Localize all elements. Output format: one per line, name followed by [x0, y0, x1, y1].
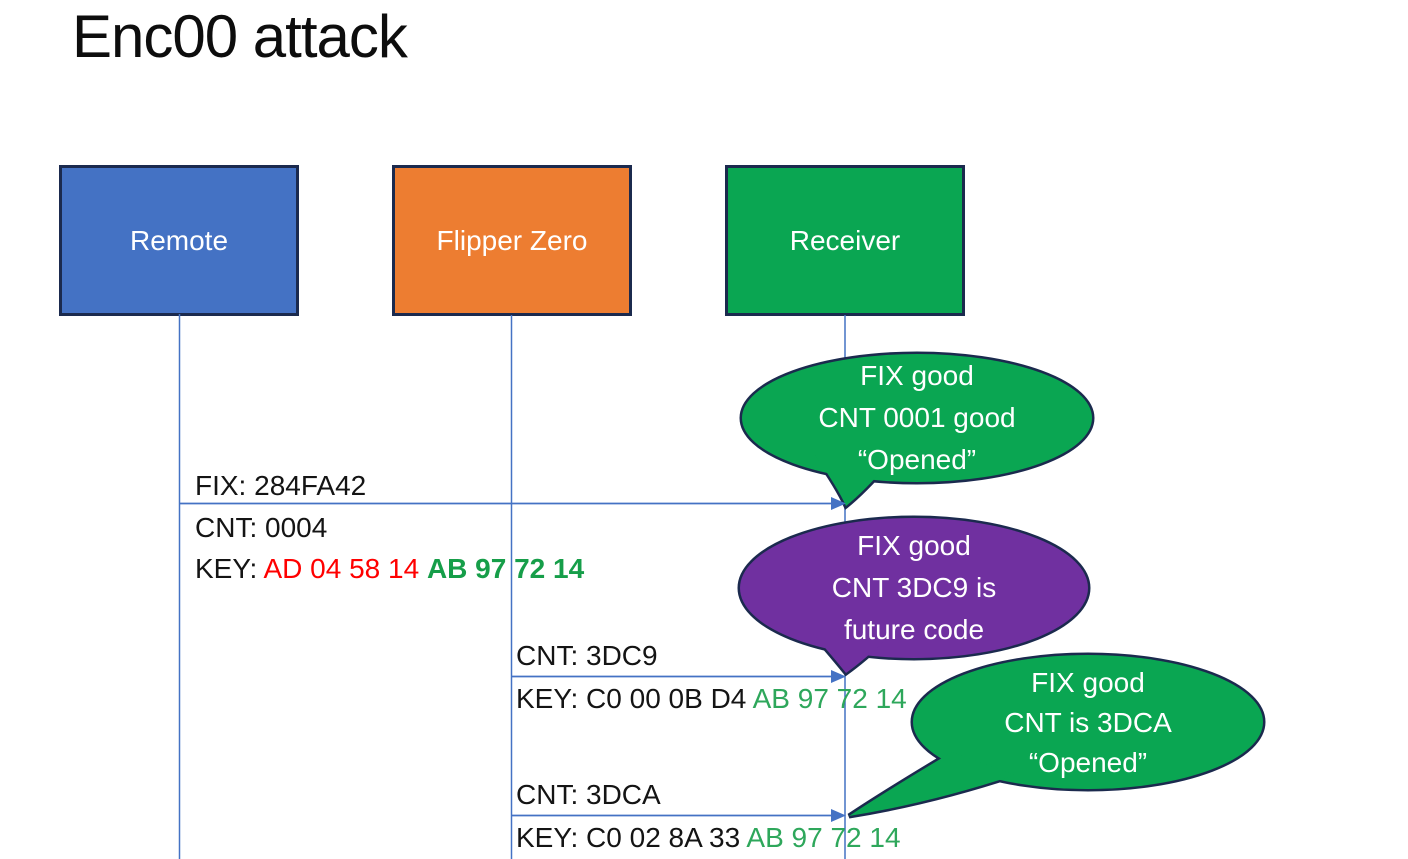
bubble3-line2: CNT is 3DCA: [1004, 707, 1172, 738]
bubble2-tail-fill: [808, 628, 896, 673]
message2-key-label: KEY:: [516, 683, 587, 714]
actor-box-remote: Remote: [59, 165, 299, 316]
message3-key-label: KEY:: [516, 822, 587, 853]
bubble3-text: FIX good CNT is 3DCA “Opened”: [928, 663, 1248, 783]
message1-key-green-bytes: AB 97 72 14: [426, 553, 585, 584]
bubble2-line2: CNT 3DC9 is: [831, 572, 997, 603]
message1-key-red-bytes: AD 04 58 14: [263, 553, 427, 584]
bubble2-text: FIX good CNT 3DC9 is future code: [754, 525, 1074, 651]
message2-key-text: KEY: C0 00 0B D4 AB 97 72 14: [516, 684, 907, 714]
message2-key-green-bytes: AB 97 72 14: [752, 683, 907, 714]
message3-key-green-bytes: AB 97 72 14: [746, 822, 901, 853]
speech-bubble-2: [737, 515, 1091, 677]
message2-cnt-text: CNT: 3DC9: [516, 640, 658, 671]
actor-label-flipper-zero: Flipper Zero: [436, 224, 588, 256]
actor-label-receiver: Receiver: [789, 224, 901, 256]
bubble2-line3: future code: [843, 614, 985, 645]
message2-key-black-bytes: C0 00 0B D4: [586, 683, 753, 714]
bubble1-text: FIX good CNT 0001 good “Opened”: [757, 355, 1077, 481]
message3-key-text: KEY: C0 02 8A 33 AB 97 72 14: [516, 823, 901, 853]
bubble1-line3: “Opened”: [857, 444, 977, 475]
message3-arrow: [512, 809, 846, 822]
message2-arrow: [512, 670, 846, 683]
message3-arrowhead: [831, 809, 846, 822]
bubble3-line3: “Opened”: [1028, 747, 1148, 778]
message1-arrow: [180, 497, 846, 510]
message3-cnt-text: CNT: 3DCA: [516, 779, 661, 810]
bubble1-tail-fill: [815, 455, 893, 506]
bubble3-ellipse-fill: [913, 655, 1263, 789]
message1-fix-text: FIX: 284FA42: [195, 470, 367, 501]
message3-key-black-bytes: C0 02 8A 33: [586, 822, 747, 853]
actor-box-flipper-zero: Flipper Zero: [392, 165, 632, 316]
bubble2-ellipse-fill: [740, 518, 1088, 658]
bubble3-tail-fill: [849, 752, 1015, 816]
actor-label-remote: Remote: [129, 224, 229, 256]
message1-key-text: KEY: AD 04 58 14 AB 97 72 14: [195, 554, 584, 584]
actor-box-receiver: Receiver: [725, 165, 965, 316]
message1-key-label: KEY:: [195, 553, 264, 584]
bubble1-ellipse-fill: [742, 354, 1092, 482]
message1-cnt-text: CNT: 0004: [195, 512, 328, 543]
bubble2-line1: FIX good: [857, 530, 971, 561]
page-title: Enc00 attack: [72, 3, 408, 70]
bubble1-line1: FIX good: [860, 360, 974, 391]
speech-bubble-3: [847, 652, 1266, 819]
message2-arrowhead: [831, 670, 846, 683]
speech-bubble-1: [739, 351, 1095, 510]
bubble1-line2: CNT 0001 good: [818, 402, 1016, 433]
bubble3-line1: FIX good: [1031, 667, 1145, 698]
message1-arrowhead: [831, 497, 846, 510]
